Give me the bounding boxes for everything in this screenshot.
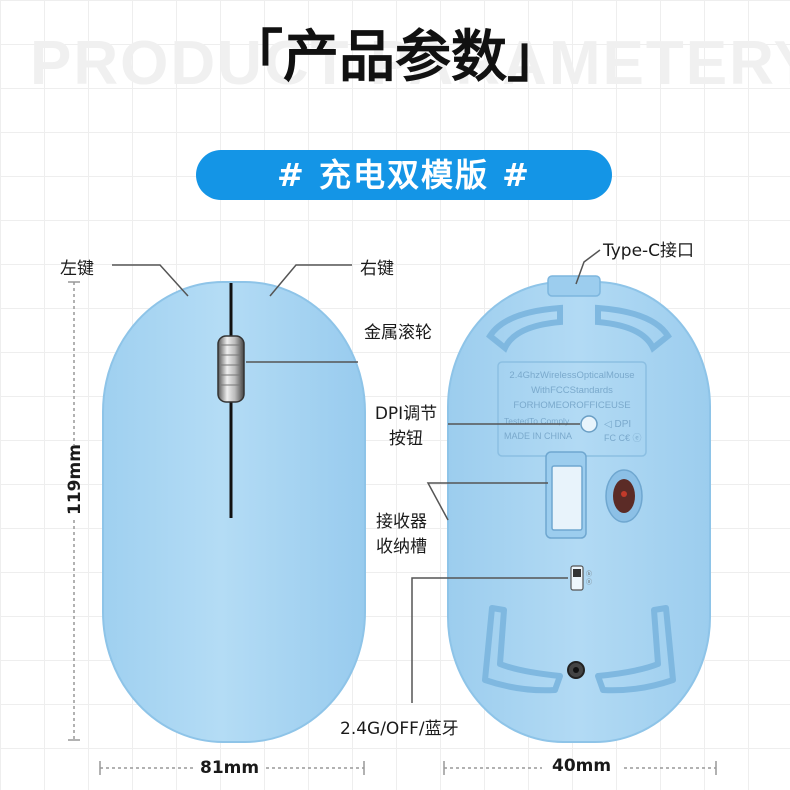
bottom-text-cert: FC C€ ⓔ <box>604 433 642 443</box>
label-type-c: Type-C接口 <box>603 241 695 261</box>
label-receiver-line2: 收纳槽 <box>376 537 427 557</box>
label-receiver-line1: 接收器 <box>376 512 427 532</box>
dimension-depth: 40mm <box>552 756 612 776</box>
svg-text:ⓑ: ⓑ <box>586 570 592 578</box>
dimension-width: 81mm <box>200 758 260 778</box>
mouse-bottom-view: 2.4GhzWirelessOpticalMouse WithFCCStanda… <box>447 275 711 743</box>
label-dpi-line1: DPI调节 <box>374 404 438 424</box>
bottom-text-line3: FORHOMEOROFFICEUSE <box>513 400 630 411</box>
version-badge: # 充电双模版 # <box>196 150 612 200</box>
label-scroll-wheel: 金属滚轮 <box>364 323 432 343</box>
bottom-text-line2: WithFCCStandards <box>531 385 613 396</box>
bottom-text-line5: MADE IN CHINA <box>504 431 572 441</box>
callout-lines <box>112 249 601 703</box>
bottom-text-dpi: ◁ DPI <box>604 419 631 430</box>
bottom-text-line1: 2.4GhzWirelessOpticalMouse <box>509 370 634 381</box>
watermark-text: PRODUCT PARAMETERY <box>30 29 790 98</box>
dimension-height: 119mm <box>65 444 85 515</box>
mouse-top-view <box>102 281 366 743</box>
page-title: 「产品参数」 <box>227 25 563 90</box>
label-mode-switch: 2.4G/OFF/蓝牙 <box>340 719 459 739</box>
svg-text:ⓞ: ⓞ <box>586 578 592 586</box>
scroll-wheel <box>217 335 245 403</box>
receiver-slot-shape <box>551 465 583 531</box>
dpi-button-shape <box>580 415 598 433</box>
bottom-text-line4: TestedTo Comply <box>504 416 570 426</box>
dimension-lines <box>73 282 716 769</box>
label-dpi-line2: 按钮 <box>389 429 423 449</box>
label-right-key: 右键 <box>360 259 394 279</box>
label-left-key: 左键 <box>60 259 94 279</box>
